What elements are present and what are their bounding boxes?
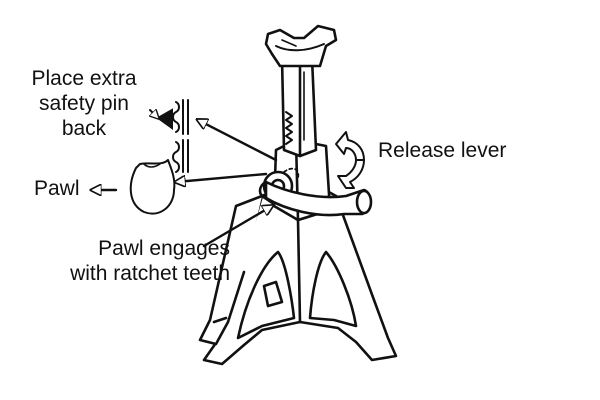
ratchet-teeth: [285, 111, 293, 145]
callout-arrows: [92, 120, 278, 248]
label-release-lever: Release lever: [378, 139, 507, 162]
stand-arch-right: [308, 250, 358, 328]
label-safety-pin: Place extra safety pin back: [31, 67, 137, 140]
pawl-outline-dashed: [283, 167, 300, 179]
stand-saddle: [264, 24, 338, 68]
arrow-safety-pin: [198, 120, 278, 162]
label-pawl: Pawl: [34, 177, 80, 200]
arrow-pawl-engages: [202, 206, 272, 248]
pawl-shape: [129, 159, 176, 215]
safety-pin-icon: [150, 99, 189, 135]
arrow-pawl: [176, 172, 268, 182]
stand-left-leg: [198, 194, 264, 346]
pawl-icon: [129, 139, 189, 215]
axle-stand-illustration: [198, 24, 398, 366]
label-pawl-engages: Pawl engages with ratchet teeth: [70, 237, 230, 285]
rotate-arrows-icon: [335, 131, 365, 189]
